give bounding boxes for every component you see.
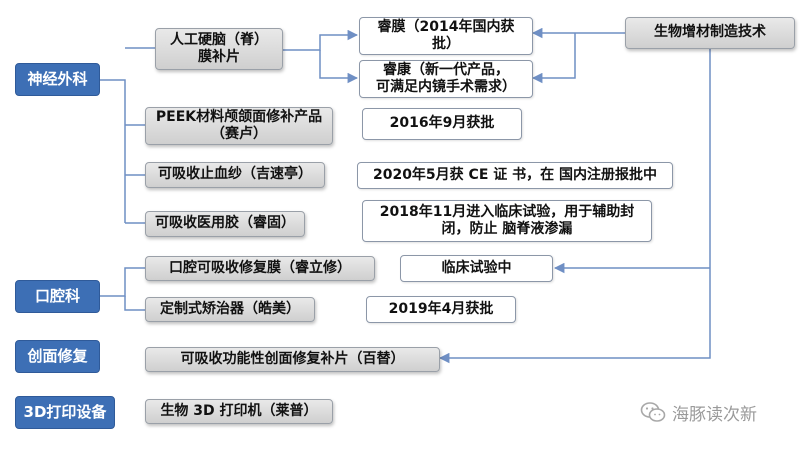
product-label: 口腔可吸收修复膜（睿立修） <box>169 259 351 276</box>
category-wound-repair: 创面修复 <box>15 340 100 373</box>
product-glue: 可吸收医用胶（睿固） <box>145 211 305 237</box>
oral-to-ortho-line <box>124 296 145 311</box>
category-oral: 口腔科 <box>15 280 100 313</box>
technology-box: 生物增材制造技术 <box>625 17 795 49</box>
product-label: 定制式矫治器（皓美） <box>160 300 300 317</box>
oral-trunk-line <box>100 267 145 297</box>
category-label: 口腔科 <box>34 287 80 306</box>
status-label: 2020年5月获 CE 证 书，在 国内注册报批中 <box>372 166 658 183</box>
status-orthodontic: 2019年4月获批 <box>366 296 516 323</box>
product-hemostatic: 可吸收止血纱（吉速亭） <box>145 162 325 188</box>
status-label: 睿膜（2014年国内获 批） <box>377 18 515 53</box>
dura-to-ruikang-line <box>319 50 359 84</box>
product-label: 可吸收止血纱（吉速亭） <box>158 166 312 183</box>
tech-to-ruikang-line <box>531 33 576 84</box>
product-dura-patch: 人工硬脑（脊） 膜补片 <box>155 28 283 70</box>
dura-to-ruimo-line <box>283 29 359 51</box>
neuro-trunk-line <box>100 79 126 223</box>
product-label: 可吸收功能性创面修复补片（百替） <box>180 350 405 367</box>
product-peek: PEEK材料颅颌面修补产品 （赛卢） <box>145 107 333 145</box>
status-label: 2019年4月获批 <box>388 300 494 317</box>
product-wound-patch: 可吸收功能性创面修复补片（百替） <box>145 347 440 372</box>
product-label: PEEK材料颅颌面修补产品 （赛卢） <box>155 108 323 143</box>
tech-trunk-line <box>438 48 711 364</box>
status-label: 2016年9月获批 <box>389 115 495 132</box>
technology-label: 生物增材制造技术 <box>654 24 766 41</box>
wechat-icon <box>640 402 666 422</box>
product-3d-printer: 生物 3D 打印机（莱普） <box>145 399 333 424</box>
status-glue: 2018年11月进入临床试验，用于辅助封 闭，防止 脑脊液渗漏 <box>362 200 652 242</box>
watermark-text: 海豚读次新 <box>672 404 757 425</box>
status-label: 睿康（新一代产品， 可满足内镜手术需求） <box>376 61 516 96</box>
category-label: 神经外科 <box>27 70 88 89</box>
product-label: 生物 3D 打印机（莱普） <box>160 402 318 419</box>
status-ruikang: 睿康（新一代产品， 可满足内镜手术需求） <box>359 60 533 98</box>
watermark: 海豚读次新 <box>640 400 757 425</box>
category-3d-printing: 3D打印设备 <box>15 396 115 429</box>
category-neurosurgery: 神经外科 <box>15 63 100 96</box>
status-hemostatic: 2020年5月获 CE 证 书，在 国内注册报批中 <box>357 162 673 189</box>
status-label: 2018年11月进入临床试验，用于辅助封 闭，防止 脑脊液渗漏 <box>379 203 635 238</box>
category-label: 创面修复 <box>27 347 88 366</box>
product-label: 可吸收医用胶（睿固） <box>155 215 295 232</box>
product-oral-membrane: 口腔可吸收修复膜（睿立修） <box>145 256 375 281</box>
category-label: 3D打印设备 <box>23 403 107 422</box>
status-label: 临床试验中 <box>441 259 512 276</box>
product-label: 人工硬脑（脊） 膜补片 <box>170 31 268 66</box>
status-ruimo: 睿膜（2014年国内获 批） <box>359 17 533 55</box>
product-orthodontic: 定制式矫治器（皓美） <box>145 297 315 322</box>
status-peek-approval: 2016年9月获批 <box>362 108 522 140</box>
status-oral-membrane: 临床试验中 <box>400 255 553 282</box>
